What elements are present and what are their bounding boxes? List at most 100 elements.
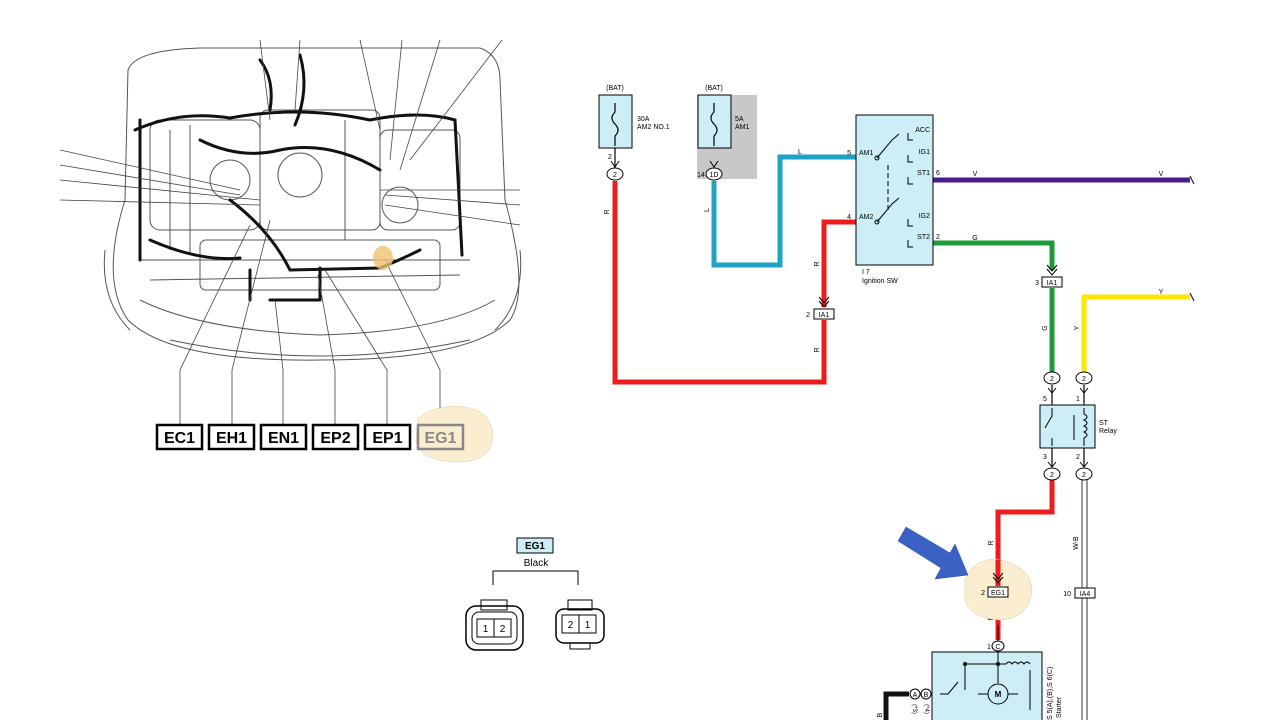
- eg1-detail-color: Black: [524, 558, 549, 569]
- wire-yellow: [1081, 294, 1190, 372]
- wire-label-wb: W-B: [1073, 536, 1080, 550]
- ia1-right-pin: 3: [1035, 280, 1039, 287]
- fuse-am1-symbol-icon: [710, 103, 718, 146]
- ignition-pin-am2: 4: [847, 214, 851, 221]
- wire-black-b: [883, 691, 909, 720]
- fuse-am2[interactable]: (BAT) 30A AM2 NO.1 2 2 R: [598, 85, 670, 215]
- starter-pin-c-letter: C: [995, 644, 1000, 651]
- wire-red-am2-upper: [821, 219, 856, 307]
- eg1-schematic-pin: 2: [981, 590, 985, 597]
- wire-label-y1: Y: [1074, 325, 1081, 330]
- starter-name: Starter: [1056, 696, 1063, 718]
- wire-label-r2: R: [814, 261, 821, 266]
- eg1-male-pin-2: 2: [500, 624, 506, 635]
- leader-lines: [59, 39, 521, 425]
- ia4-pin: 10: [1063, 591, 1071, 598]
- ignition-switch-code: I 7: [862, 269, 870, 276]
- connector-label-ep1: EP1: [372, 430, 402, 447]
- inline-connector-ia4[interactable]: IA4 10: [1063, 587, 1096, 599]
- wire-w-b: [1081, 480, 1088, 720]
- wire-green-st2: [933, 240, 1055, 270]
- eg1-female-pin-1: 1: [585, 620, 591, 631]
- inline-connector-ia1-left[interactable]: IA1 2: [806, 296, 835, 320]
- inline-connector-eg1[interactable]: EG1 2: [981, 572, 1009, 598]
- connector-box-eh1[interactable]: EH1: [207, 423, 256, 451]
- st-relay-name-line1: ST: [1099, 420, 1109, 427]
- eg1-detail-code-box: [516, 537, 554, 554]
- eg1-male-pin-1: 1: [483, 624, 489, 635]
- starter-pin-c: 1: [987, 644, 991, 651]
- fuse-am1-connector: 1D: [710, 172, 719, 179]
- starter[interactable]: C 1 M A B (*3) (*4) S 5(A),(B),S 6(C) St…: [909, 640, 1063, 720]
- eg1-schematic-code: EG1: [991, 590, 1005, 597]
- ia1-left-code: IA1: [819, 312, 830, 319]
- ignition-terminal-am2: AM2: [859, 214, 874, 221]
- connector-box-eg1[interactable]: EG1: [416, 423, 465, 451]
- ignition-terminal-ig1: IG1: [919, 149, 930, 156]
- eg1-female-connector-icon: [555, 599, 605, 650]
- ignition-switch[interactable]: 5 AM1 4 AM2 ACC IG1 ST1 IG2 ST2 6 2 I 7 …: [847, 114, 940, 285]
- fuse-am2-connector: 2: [613, 172, 617, 179]
- ia1-right-code: IA1: [1047, 280, 1058, 287]
- eg1-male-connector-icon: [465, 599, 524, 651]
- wire-label-l2: L: [798, 149, 802, 156]
- connector-box-ep2[interactable]: EP2: [311, 423, 360, 451]
- round-connector-3: 2: [1050, 472, 1054, 479]
- st-relay-pin-tr: 1: [1076, 396, 1080, 403]
- ignition-terminal-st1: ST1: [917, 170, 930, 177]
- starter-pin-a: A: [913, 692, 918, 699]
- eg1-detail-code: EG1: [525, 541, 545, 552]
- inline-connector-ia1-right[interactable]: IA1 3: [1035, 264, 1063, 288]
- fuse-am1[interactable]: (BAT) 5A AM1 14 1D L: [697, 85, 757, 212]
- connector-label-row: EC1 EH1 EN1 EP2 EP1 EG1: [155, 423, 465, 451]
- st-relay-pin-bl: 3: [1043, 454, 1047, 461]
- round-connector-4: 2: [1082, 472, 1086, 479]
- st-relay-symbol-icon: [1044, 408, 1088, 446]
- fuse-am2-pin: 2: [608, 154, 612, 161]
- connector-label-en1: EN1: [268, 430, 299, 447]
- wire-label-v2: V: [1159, 171, 1164, 178]
- relay-round-connectors: 2 2 2 2: [1043, 371, 1093, 481]
- ignition-switch-contacts-icon: [874, 133, 913, 248]
- wire-label-r3: R: [814, 347, 821, 352]
- ia1-left-pin: 2: [806, 312, 810, 319]
- wire-label-b: B: [877, 712, 884, 717]
- starter-circuit-icon: [940, 652, 1031, 710]
- ignition-pin-am1: 5: [847, 150, 851, 157]
- st-relay-name-line2: Relay: [1099, 428, 1117, 435]
- wire-label-g2: G: [1042, 325, 1049, 330]
- ignition-pin-st2: 2: [936, 234, 940, 241]
- connector-box-en1[interactable]: EN1: [259, 423, 308, 451]
- wire-label-v1: V: [973, 171, 978, 178]
- ignition-terminal-acc: ACC: [915, 127, 930, 134]
- wire-red-am2: [612, 181, 827, 385]
- eg1-connector-detail: EG1 Black 1 2 2 1: [465, 537, 605, 651]
- eg1-female-pin-2: 2: [568, 620, 574, 631]
- connector-box-ep1[interactable]: EP1: [363, 423, 412, 451]
- wire-blue-am1: [711, 154, 856, 268]
- wire-label-r4: R: [988, 540, 995, 545]
- connector-label-ep2: EP2: [320, 430, 350, 447]
- wire-label-r1: R: [604, 209, 611, 214]
- connector-box-ec1[interactable]: EC1: [155, 423, 204, 451]
- starter-motor-label: M: [995, 690, 1002, 699]
- fuse-am2-name: AM2 NO.1: [637, 124, 670, 131]
- fuse-am2-symbol-icon: [611, 103, 619, 146]
- eg1-location-highlight: [373, 246, 393, 270]
- ignition-terminal-st2: ST2: [917, 234, 930, 241]
- pointer-arrow-icon: [897, 526, 969, 580]
- engine-harness: [133, 53, 464, 302]
- ia4-code: IA4: [1080, 591, 1091, 598]
- connector-label-eh1: EH1: [216, 430, 247, 447]
- connector-label-eg1: EG1: [424, 430, 456, 447]
- st-relay[interactable]: 5 1 3 2 ST Relay: [1039, 396, 1117, 461]
- schematic-wires: [612, 148, 1195, 720]
- st-relay-pin-br: 2: [1076, 454, 1080, 461]
- st-relay-pin-tl: 5: [1043, 396, 1047, 403]
- wire-label-y2: Y: [1159, 289, 1164, 296]
- connector-label-ec1: EC1: [164, 430, 195, 447]
- fuse-am1-rating: 5A: [735, 116, 744, 123]
- wire-red-to-eg1: [995, 480, 1055, 586]
- starter-note-3: (*3): [911, 704, 917, 714]
